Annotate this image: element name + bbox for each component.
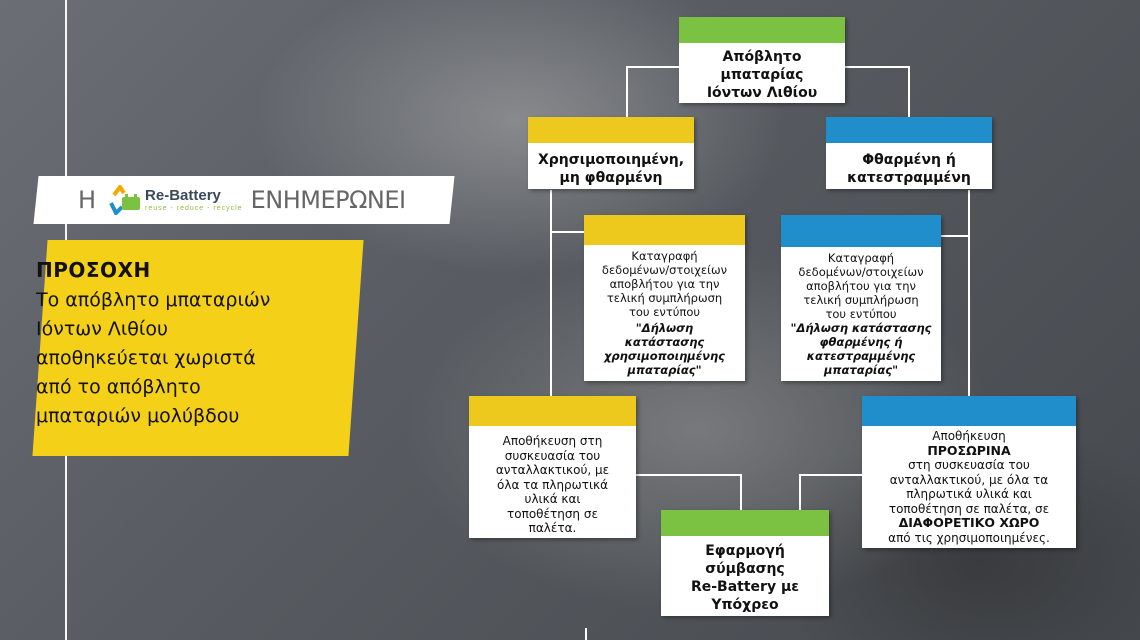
- brand-prefix: Η: [78, 186, 97, 214]
- node-root: Απόβλητο μπαταρίας Ιόντων Λιθίου: [679, 17, 845, 103]
- connector-used-contract: [636, 474, 742, 513]
- node-contract-label: Εφαρμογή σύμβασης Re-Battery με Υπόχρεο: [690, 543, 800, 613]
- connector-damaged-contract: [799, 474, 862, 513]
- node-damaged-label: Φθαρμένη ή κατεστραμμένη: [847, 152, 971, 186]
- node-used-header: [528, 117, 694, 143]
- node-store-used-header: [469, 396, 636, 426]
- store-damaged-emph1: ΠΡΟΣΩΡΙΝΑ: [927, 442, 1011, 458]
- node-record-damaged-form: "Δήλωση κατάστασης φθαρμένης ή κατεστραμ…: [790, 321, 932, 377]
- warning-title: ΠΡΟΣΟΧΗ: [36, 258, 151, 282]
- brand-banner: Η Re-Battery reuse - reduce - recycle ΕΝ…: [36, 176, 452, 224]
- brand-name: Re-Battery: [145, 187, 221, 204]
- node-store-used-text: Αποθήκευση στη συσκευασία του ανταλλακτι…: [495, 434, 610, 535]
- node-used: Χρησιμοποιημένη, μη φθαρμένη: [528, 117, 694, 189]
- node-store-damaged: Αποθήκευση ΠΡΟΣΩΡΙΝΑ στη συσκευασία του …: [862, 396, 1076, 548]
- node-store-used: Αποθήκευση στη συσκευασία του ανταλλακτι…: [469, 396, 636, 538]
- warning-panel: ΠΡΟΣΟΧΗ Το απόβλητο μπαταριών Ιόντων Λιθ…: [36, 258, 356, 431]
- node-root-label: Απόβλητο μπαταρίας Ιόντων Λιθίου: [706, 49, 818, 101]
- node-root-header: [679, 17, 845, 43]
- node-record-damaged-text: Καταγραφή δεδομένων/στοιχείων αποβλήτου …: [798, 251, 924, 321]
- warning-body: Το απόβλητο μπαταριών Ιόντων Λιθίου αποθ…: [36, 289, 271, 427]
- re-battery-logo: Re-Battery reuse - reduce - recycle: [108, 185, 243, 215]
- brand-tagline: reuse - reduce - recycle: [145, 205, 243, 212]
- node-used-label: Χρησιμοποιημένη, μη φθαρμένη: [537, 152, 685, 186]
- recycle-battery-icon: [109, 185, 141, 215]
- node-contract: Εφαρμογή σύμβασης Re-Battery με Υπόχρεο: [661, 510, 829, 616]
- node-record-damaged: Καταγραφή δεδομένων/στοιχείων αποβλήτου …: [781, 215, 941, 381]
- node-record-used-form: "Δήλωση κατάστασης χρησιμοποιημένης μπατ…: [603, 321, 725, 377]
- node-record-used-header: [584, 215, 745, 245]
- brand-suffix: ΕΝΗΜΕΡΩΝΕΙ: [250, 186, 407, 214]
- node-store-damaged-header: [862, 396, 1076, 426]
- node-record-used-text: Καταγραφή δεδομένων/στοιχείων αποβλήτου …: [601, 249, 728, 319]
- node-record-damaged-header: [781, 215, 941, 247]
- node-damaged-header: [826, 117, 992, 143]
- node-damaged: Φθαρμένη ή κατεστραμμένη: [826, 117, 992, 189]
- node-contract-header: [661, 510, 829, 536]
- connector-root-damaged: [845, 66, 910, 118]
- store-damaged-line1: Αποθήκευση: [932, 429, 1006, 443]
- store-damaged-line3: από τις χρησιμοποιημένες.: [888, 530, 1050, 545]
- node-store-damaged-text: Αποθήκευση ΠΡΟΣΩΡΙΝΑ στη συσκευασία του …: [862, 429, 1076, 545]
- store-damaged-line2: στη συσκευασία του ανταλλακτικού, με όλα…: [888, 458, 1050, 516]
- node-record-used: Καταγραφή δεδομένων/στοιχείων αποβλήτου …: [584, 215, 745, 381]
- store-damaged-emph2: ΔΙΑΦΟΡΕΤΙΚΟ ΧΩΡΟ: [898, 515, 1040, 530]
- connector-root-used: [626, 66, 679, 118]
